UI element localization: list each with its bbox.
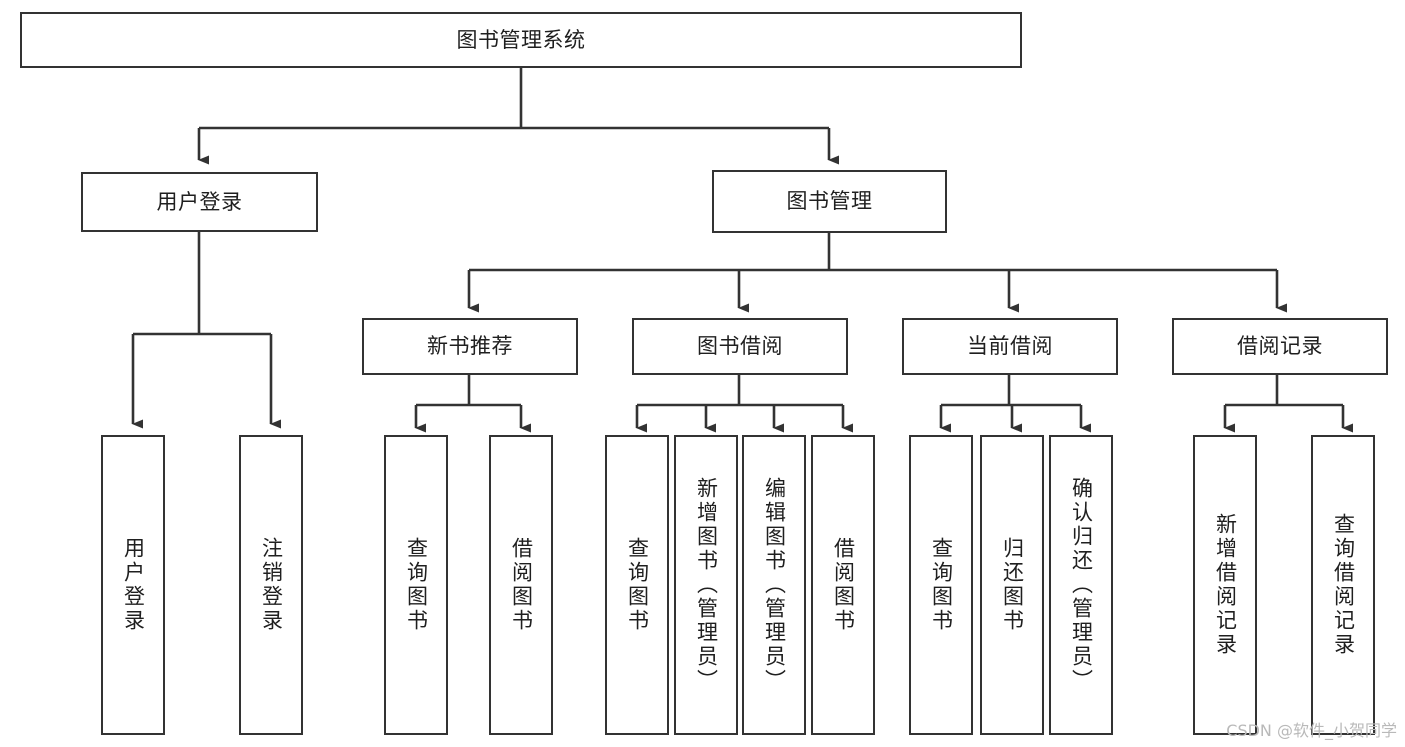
leaf-label: 归还图书: [1000, 537, 1025, 633]
node-user-login[interactable]: 用户登录: [81, 172, 318, 232]
leaf-new-book-borrow-book[interactable]: 借阅图书: [489, 435, 553, 735]
leaf-label: 新增借阅记录: [1213, 513, 1238, 657]
leaf-book-borrow-query-book[interactable]: 查询图书: [605, 435, 669, 735]
node-book-borrow[interactable]: 图书借阅: [632, 318, 848, 375]
node-new-book-recommend-label: 新书推荐: [427, 334, 513, 359]
leaf-book-borrow-add-book[interactable]: 新增图书（管理员）: [674, 435, 738, 735]
node-new-book-recommend[interactable]: 新书推荐: [362, 318, 578, 375]
watermark-text: CSDN @软件_小贺同学: [1226, 721, 1397, 740]
node-book-borrow-label: 图书借阅: [697, 334, 783, 359]
node-borrow-record[interactable]: 借阅记录: [1172, 318, 1388, 375]
leaf-label: 用户登录: [121, 537, 146, 633]
leaf-current-borrow-query-book[interactable]: 查询图书: [909, 435, 973, 735]
node-root[interactable]: 图书管理系统: [20, 12, 1022, 68]
leaf-book-borrow-borrow-book[interactable]: 借阅图书: [811, 435, 875, 735]
node-current-borrow-label: 当前借阅: [967, 334, 1053, 359]
leaf-borrow-record-query-record[interactable]: 查询借阅记录: [1311, 435, 1375, 735]
leaf-label: 借阅图书: [831, 537, 856, 633]
node-current-borrow[interactable]: 当前借阅: [902, 318, 1118, 375]
leaf-label: 查询图书: [625, 537, 650, 633]
leaf-label: 确认归还（管理员）: [1069, 477, 1094, 693]
leaf-label: 借阅图书: [509, 537, 534, 633]
leaf-label: 新增图书（管理员）: [694, 477, 719, 693]
leaf-borrow-record-add-record[interactable]: 新增借阅记录: [1193, 435, 1257, 735]
leaf-label: 编辑图书（管理员）: [762, 477, 787, 693]
leaf-label: 查询图书: [404, 537, 429, 633]
node-root-label: 图书管理系统: [456, 27, 586, 52]
node-user-login-label: 用户登录: [156, 189, 243, 214]
leaf-user-login-login[interactable]: 用户登录: [101, 435, 165, 735]
leaf-user-login-logout[interactable]: 注销登录: [239, 435, 303, 735]
leaf-current-borrow-return-book[interactable]: 归还图书: [980, 435, 1044, 735]
node-book-management[interactable]: 图书管理: [712, 170, 947, 233]
leaf-book-borrow-edit-book[interactable]: 编辑图书（管理员）: [742, 435, 806, 735]
leaf-label: 注销登录: [259, 537, 284, 633]
leaf-new-book-query-book[interactable]: 查询图书: [384, 435, 448, 735]
leaf-label: 查询图书: [929, 537, 954, 633]
leaf-label: 查询借阅记录: [1331, 513, 1356, 657]
node-book-management-label: 图书管理: [786, 189, 873, 214]
node-borrow-record-label: 借阅记录: [1237, 334, 1323, 359]
leaf-current-borrow-confirm-return[interactable]: 确认归还（管理员）: [1049, 435, 1113, 735]
